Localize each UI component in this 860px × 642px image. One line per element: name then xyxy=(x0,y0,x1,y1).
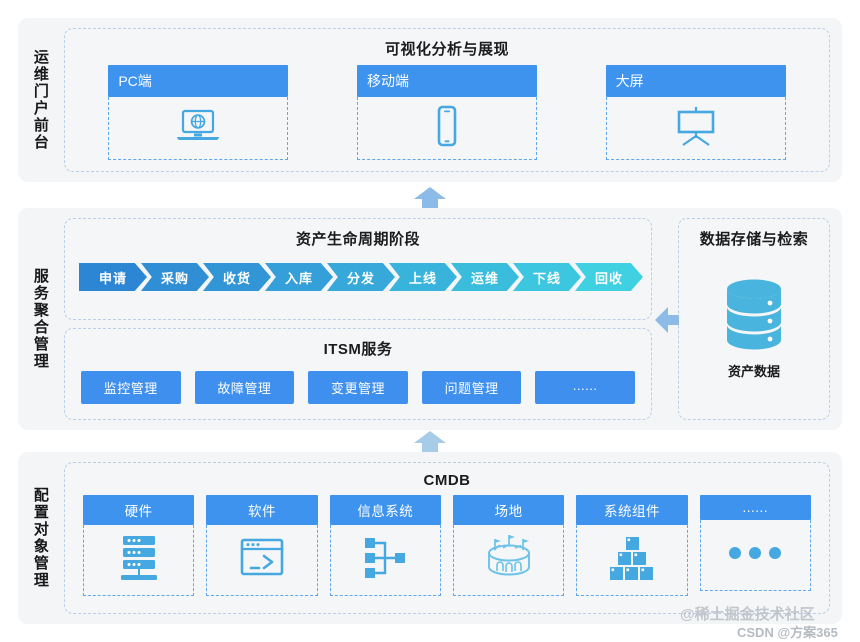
cmdb-card-infosystem[interactable]: 信息系统 xyxy=(329,495,441,596)
cmdb-card-more-label: ...... xyxy=(699,495,811,520)
cmdb-card-venue[interactable]: 场地 xyxy=(452,495,565,596)
cmdb-card-components-label: 系统组件 xyxy=(576,495,688,525)
itsm-container: ITSM服务 监控管理 故障管理 变更管理 问题管理 ...... xyxy=(64,328,652,420)
arrow-storage-to-service xyxy=(654,305,680,335)
portal-card-bigscreen-body xyxy=(605,97,786,160)
lifecycle-stage-list: 申请 采购 收货 入库 分发 上线 运维 下线 回收 xyxy=(65,263,651,291)
portal-card-mobile[interactable]: 移动端 xyxy=(356,65,537,160)
cmdb-dashed-container: CMDB 硬件 xyxy=(64,462,830,614)
itsm-button[interactable]: 变更管理 xyxy=(308,371,408,404)
cmdb-card-infosystem-label: 信息系统 xyxy=(329,495,441,525)
portal-card-bigscreen-label: 大屏 xyxy=(605,65,786,97)
lifecycle-stage[interactable]: 收货 xyxy=(203,263,271,291)
cmdb-card-components-body xyxy=(576,525,688,596)
lifecycle-stage[interactable]: 申请 xyxy=(79,263,147,291)
cmdb-card-hardware[interactable]: 硬件 xyxy=(83,495,195,596)
portal-card-list: PC端 xyxy=(65,59,829,160)
band-cmdb: 配置对象管理 CMDB 硬件 xyxy=(18,452,842,624)
itsm-button-list: 监控管理 故障管理 变更管理 问题管理 ...... xyxy=(65,371,651,404)
portal-card-mobile-label: 移动端 xyxy=(356,65,537,97)
band-service-side-label: 服务聚合管理 xyxy=(31,268,49,370)
cmdb-card-infosystem-body xyxy=(329,525,441,596)
lifecycle-stage[interactable]: 上线 xyxy=(389,263,457,291)
cmdb-card-list: 硬件 xyxy=(65,489,829,596)
lifecycle-stage[interactable]: 分发 xyxy=(327,263,395,291)
stadium-venue-icon xyxy=(480,533,538,588)
lifecycle-container: 资产生命周期阶段 申请 采购 收货 入库 分发 上线 运维 下线 回收 xyxy=(64,218,652,320)
portal-card-mobile-body xyxy=(356,97,537,160)
lifecycle-stage[interactable]: 采购 xyxy=(141,263,209,291)
cmdb-card-components[interactable]: 系统组件 xyxy=(576,495,688,596)
three-dots-icon xyxy=(723,543,787,568)
cmdb-card-hardware-label: 硬件 xyxy=(83,495,195,525)
storage-column: 数据存储与检索 资产数据 xyxy=(678,218,830,420)
system-tree-icon xyxy=(359,534,411,587)
band-portal: 运维门户前台 可视化分析与展现 PC端 xyxy=(18,18,842,182)
lifecycle-stage[interactable]: 下线 xyxy=(513,263,581,291)
storage-container: 数据存储与检索 资产数据 xyxy=(678,218,830,420)
cmdb-card-software-label: 软件 xyxy=(206,495,318,525)
stacked-blocks-icon xyxy=(604,533,660,588)
storage-title: 数据存储与检索 xyxy=(699,231,809,248)
storage-caption: 资产数据 xyxy=(727,364,780,379)
lifecycle-title: 资产生命周期阶段 xyxy=(295,231,420,248)
lifecycle-stage[interactable]: 回收 xyxy=(575,263,643,291)
database-cylinder-icon xyxy=(718,276,790,359)
cmdb-card-venue-label: 场地 xyxy=(452,495,565,525)
storage-body: 资产数据 xyxy=(679,249,829,419)
portal-title: 可视化分析与展现 xyxy=(384,41,509,58)
arrow-service-to-portal xyxy=(413,186,447,212)
watermark-secondary: CSDN @方案365 xyxy=(737,625,838,640)
itsm-title: ITSM服务 xyxy=(323,341,393,358)
arrow-cmdb-to-service xyxy=(413,430,447,456)
mobile-phone-icon xyxy=(433,105,461,152)
service-main-column: 资产生命周期阶段 申请 采购 收货 入库 分发 上线 运维 下线 回收 ITSM… xyxy=(64,218,652,420)
server-rack-icon xyxy=(112,531,166,590)
cmdb-card-hardware-body xyxy=(83,525,195,596)
cmdb-card-more[interactable]: ...... xyxy=(699,495,811,596)
cmdb-title: CMDB xyxy=(423,472,471,489)
itsm-button-more[interactable]: ...... xyxy=(535,371,635,404)
itsm-button[interactable]: 监控管理 xyxy=(81,371,181,404)
band-service: 服务聚合管理 资产生命周期阶段 申请 采购 收货 入库 分发 上线 运维 下线 … xyxy=(18,208,842,430)
portal-dashed-container: 可视化分析与展现 PC端 xyxy=(64,28,830,172)
cmdb-card-more-body xyxy=(699,520,811,591)
cmdb-card-venue-body xyxy=(452,525,565,596)
band-cmdb-side-label: 配置对象管理 xyxy=(31,487,49,589)
portal-card-pc-label: PC端 xyxy=(108,65,289,97)
portal-card-bigscreen[interactable]: 大屏 xyxy=(605,65,786,160)
terminal-window-icon xyxy=(237,536,287,585)
portal-card-pc[interactable]: PC端 xyxy=(108,65,289,160)
cmdb-card-software[interactable]: 软件 xyxy=(206,495,318,596)
portal-card-pc-body xyxy=(108,97,289,160)
itsm-button[interactable]: 问题管理 xyxy=(421,371,522,404)
laptop-globe-icon xyxy=(174,107,222,150)
lifecycle-stage[interactable]: 入库 xyxy=(265,263,333,291)
band-portal-side-label: 运维门户前台 xyxy=(31,49,49,151)
cmdb-card-software-body xyxy=(206,525,318,596)
projector-screen-icon xyxy=(671,105,721,152)
lifecycle-stage[interactable]: 运维 xyxy=(451,263,519,291)
itsm-button[interactable]: 故障管理 xyxy=(194,371,295,404)
